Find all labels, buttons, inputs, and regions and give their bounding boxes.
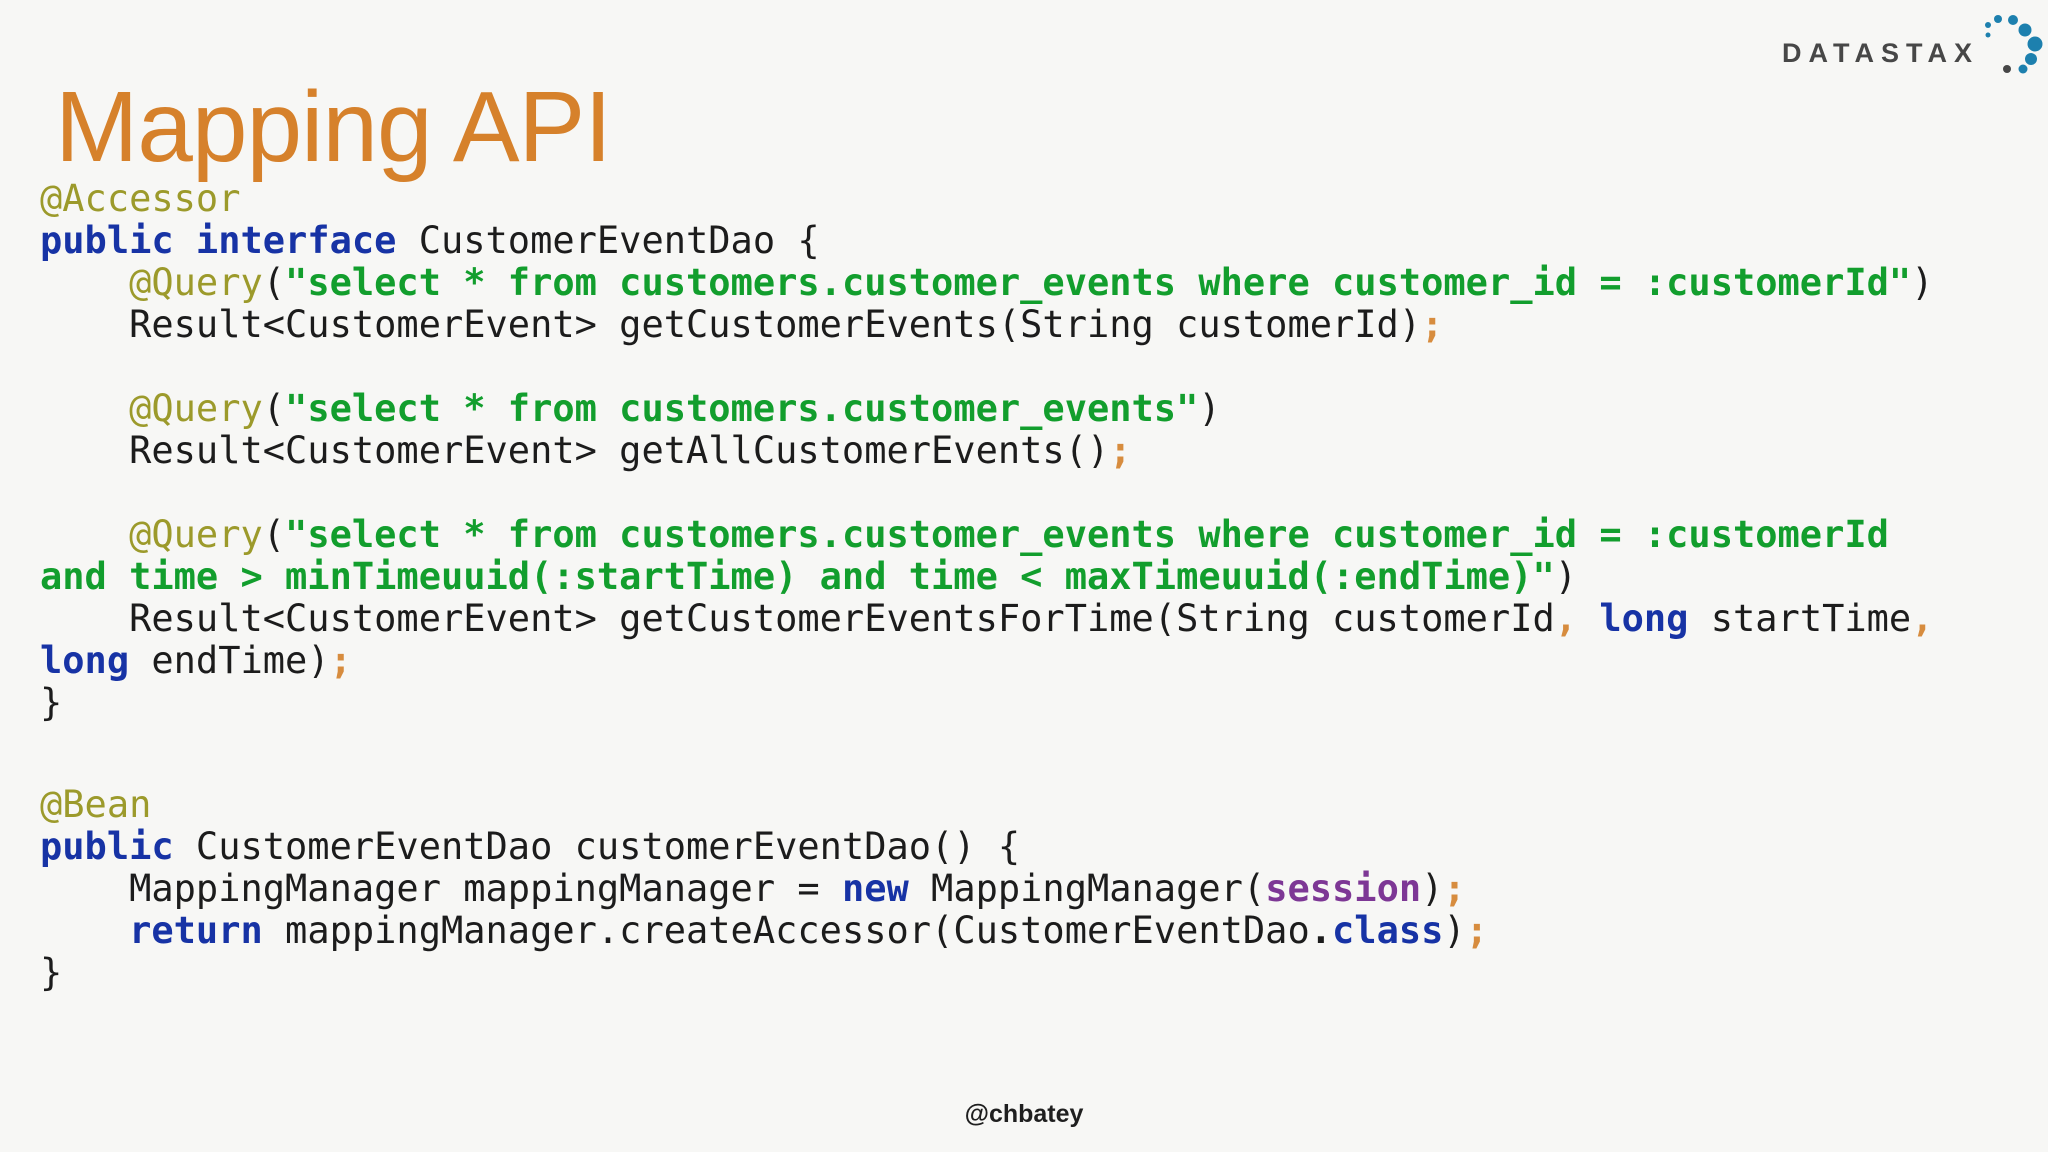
code-line: @Query("select * from customers.customer… [129, 513, 1889, 556]
code-line: MappingManager mappingManager = new Mapp… [40, 867, 1466, 910]
code-line: @Query("select * from customers.customer… [129, 261, 1934, 304]
footer-twitter-handle: @chbatey [964, 1100, 1084, 1128]
code-line: public interface CustomerEventDao { [40, 219, 820, 262]
code-line: return mappingManager.createAccessor(Cus… [129, 909, 1488, 952]
code-line [40, 346, 1933, 388]
datastax-wordmark: DATASTAX [1782, 38, 1979, 68]
datastax-dot-swirl-icon [1985, 15, 2043, 74]
code-line: and time > minTimeuuid(:startTime) and t… [40, 555, 1578, 598]
code-line: Result<CustomerEvent> getCustomerEventsF… [40, 597, 1934, 640]
page-title: Mapping API [55, 71, 612, 183]
code-line: @Accessor [40, 177, 241, 220]
code-line: @Bean [40, 783, 152, 826]
code-line: } [40, 681, 63, 724]
datastax-logo: DATASTAX [1780, 0, 2048, 90]
code-line: long endTime); [40, 639, 352, 682]
code-line: Result<CustomerEvent> getAllCustomerEven… [40, 429, 1132, 472]
code-line [40, 472, 1933, 514]
code-line: } [40, 951, 63, 994]
code-line: @Query("select * from customers.customer… [129, 387, 1221, 430]
code-line: public CustomerEventDao customerEventDao… [40, 825, 1021, 868]
code-line: Result<CustomerEvent> getCustomerEvents(… [40, 303, 1444, 346]
